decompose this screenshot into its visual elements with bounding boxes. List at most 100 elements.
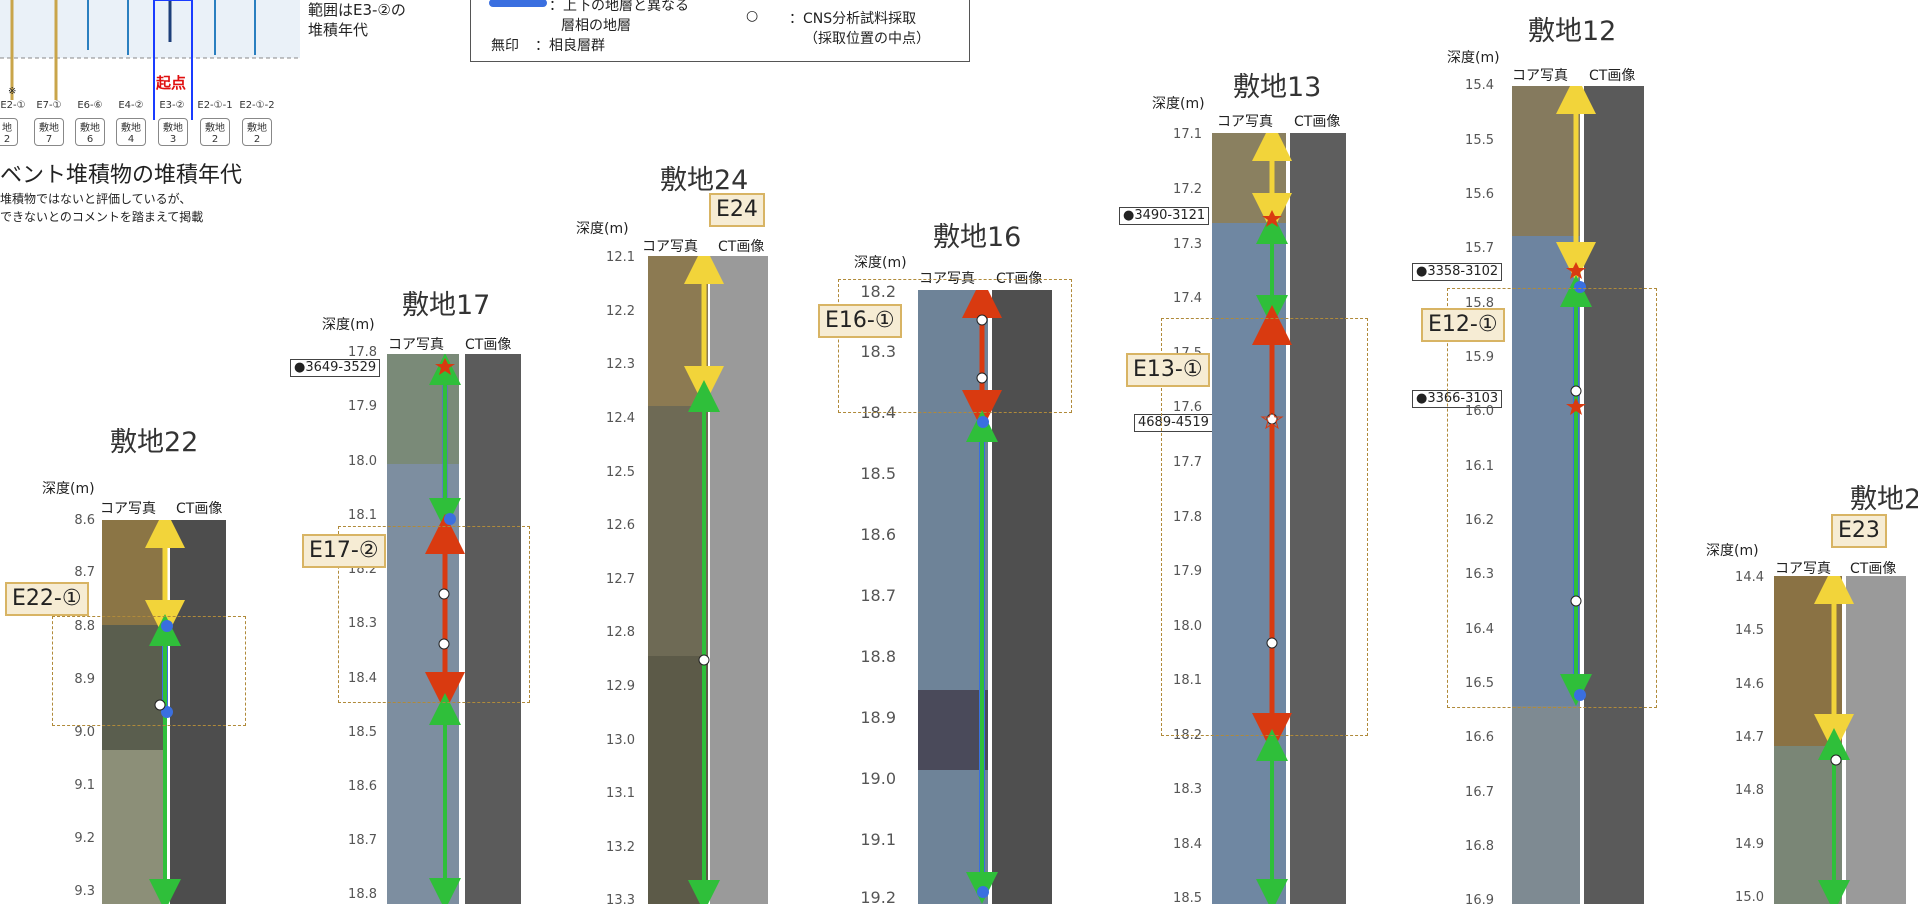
event-range-box xyxy=(338,526,530,703)
depth-tick: 16.1 xyxy=(1465,459,1494,474)
site-title: 敷地17 xyxy=(402,290,491,321)
depth-tick: 12.7 xyxy=(606,572,635,587)
legend-line2: 層相の地層 xyxy=(561,18,631,34)
depth-tick: 14.4 xyxy=(1735,570,1764,585)
depth-tick: 12.3 xyxy=(606,357,635,372)
ct-header: CT画像 xyxy=(1589,68,1636,84)
depth-header: 深度(m) xyxy=(854,255,907,271)
depth-tick: 9.1 xyxy=(74,778,95,793)
note-line: できないとのコメントを踏まえて掲載 xyxy=(0,210,204,224)
depth-tick: 18.8 xyxy=(860,647,896,666)
depth-tick: 8.9 xyxy=(74,672,95,687)
depth-tick: 18.7 xyxy=(860,586,896,605)
depth-header: 深度(m) xyxy=(322,317,375,333)
depth-tick: 17.3 xyxy=(1173,237,1202,252)
event-range-box xyxy=(838,279,1072,413)
depth-tick: 14.7 xyxy=(1735,730,1764,745)
section-title: ベント堆積物の堆積年代 xyxy=(0,163,243,188)
depth-tick: 17.7 xyxy=(1173,455,1202,470)
sample-id: ●3366-3103 xyxy=(1412,390,1503,408)
core-column xyxy=(387,354,521,904)
core-photo-header: コア写真 xyxy=(100,501,156,517)
depth-tick: 8.6 xyxy=(74,513,95,528)
depth-tick: 18.1 xyxy=(348,508,377,523)
core-column xyxy=(1212,133,1346,904)
site-code: E3-② xyxy=(159,100,185,111)
depth-tick: 18.5 xyxy=(1173,891,1202,906)
depth-tick: 12.6 xyxy=(606,518,635,533)
depth-tick: 17.6 xyxy=(1173,400,1202,415)
event-tag: E12-① xyxy=(1421,308,1505,342)
depth-header: 深度(m) xyxy=(1706,543,1759,559)
ct-header: CT画像 xyxy=(1294,114,1341,130)
site-title: 敷地23 xyxy=(1850,484,1918,515)
site-title: 敷地12 xyxy=(1528,16,1617,47)
sample-id: ●3490-3121 xyxy=(1119,207,1210,225)
depth-tick: 12.2 xyxy=(606,304,635,319)
event-tag: E13-① xyxy=(1126,353,1210,387)
depth-tick: 12.9 xyxy=(606,679,635,694)
depth-tick: 18.3 xyxy=(860,342,896,361)
depth-tick: 8.8 xyxy=(74,619,95,634)
depth-tick: 17.8 xyxy=(348,345,377,360)
depth-tick: 12.1 xyxy=(606,250,635,265)
depth-tick: 16.8 xyxy=(1465,839,1494,854)
circle-icon: ○ xyxy=(746,8,759,24)
depth-tick: 16.4 xyxy=(1465,622,1494,637)
note-line: 堆積物ではないと評価しているが、 xyxy=(0,192,192,206)
depth-header: 深度(m) xyxy=(1447,50,1500,66)
event-tag: E22-① xyxy=(5,582,89,616)
depth-tick: 15.5 xyxy=(1465,133,1494,148)
depth-tick: 18.9 xyxy=(860,708,896,727)
depth-tick: 18.4 xyxy=(1173,837,1202,852)
site-title: 敷地24 xyxy=(660,165,749,196)
core-column xyxy=(648,256,768,904)
depth-tick: 9.3 xyxy=(74,884,95,899)
depth-tick: 16.0 xyxy=(1465,404,1494,419)
site-title: 敷地16 xyxy=(933,222,1022,253)
core-column xyxy=(918,290,1052,904)
sample-id: ●3649-3529 xyxy=(290,359,381,377)
core-column xyxy=(1512,86,1644,904)
legend-line1: ：上下の地層と異なる xyxy=(549,0,689,14)
ct-header: CT画像 xyxy=(176,501,223,517)
site-code: E2-①-2 xyxy=(239,100,275,111)
depth-tick: 17.8 xyxy=(1173,510,1202,525)
depth-tick: 19.2 xyxy=(860,888,896,907)
core-column xyxy=(1774,576,1906,904)
depth-tick: 19.0 xyxy=(860,769,896,788)
depth-tick: 16.7 xyxy=(1465,785,1494,800)
depth-tick: 17.9 xyxy=(348,399,377,414)
depth-header: 深度(m) xyxy=(1152,96,1205,112)
depth-tick: 17.9 xyxy=(1173,564,1202,579)
depth-header: 深度(m) xyxy=(576,221,629,237)
depth-tick: 18.3 xyxy=(348,616,377,631)
sample-id: 4689-4519 xyxy=(1134,414,1213,432)
depth-tick: 15.7 xyxy=(1465,241,1494,256)
depth-tick: 16.6 xyxy=(1465,730,1494,745)
depth-tick: 9.0 xyxy=(74,725,95,740)
depth-tick: 18.8 xyxy=(348,887,377,902)
footnote-mark: ※ xyxy=(8,86,17,97)
event-tag: E17-② xyxy=(302,534,386,568)
ct-header: CT画像 xyxy=(1850,561,1897,577)
depth-tick: 17.1 xyxy=(1173,127,1202,142)
depth-tick: 9.2 xyxy=(74,831,95,846)
depth-tick: 17.4 xyxy=(1173,291,1202,306)
depth-header: 深度(m) xyxy=(42,481,95,497)
event-range-box xyxy=(1161,318,1368,736)
timeline-graph xyxy=(0,0,300,120)
event-tag: E24 xyxy=(709,193,765,227)
legend-val-plain: ：相良層群 xyxy=(535,38,605,54)
event-tag: E16-① xyxy=(818,304,902,338)
range-note: 範囲はE3-②の 堆積年代 xyxy=(308,1,406,39)
start-label: 起点 xyxy=(156,74,187,92)
site-code: E2-①-1 xyxy=(197,100,233,111)
site-code: E7-① xyxy=(36,100,62,111)
depth-tick: 13.0 xyxy=(606,733,635,748)
depth-tick: 12.5 xyxy=(606,465,635,480)
